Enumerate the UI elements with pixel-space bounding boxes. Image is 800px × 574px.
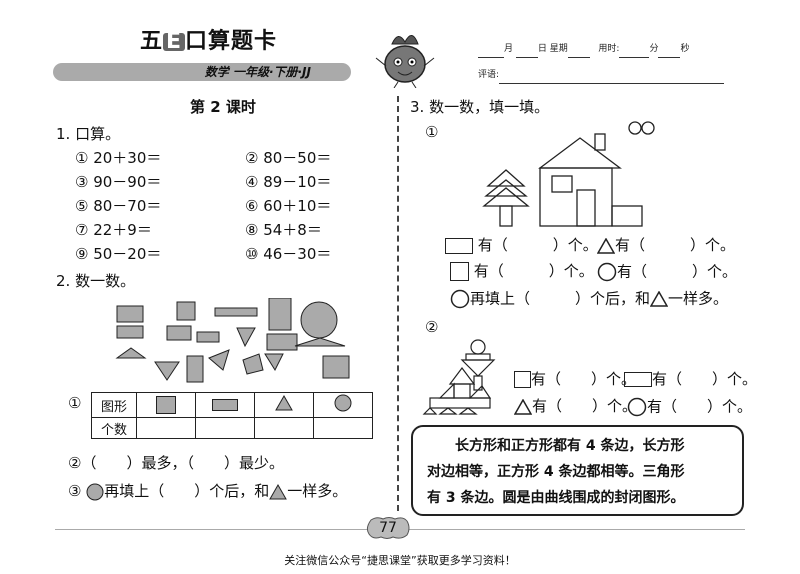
problem-3: ③ 90－90＝ [75, 173, 162, 191]
square-icon [450, 262, 469, 281]
problem-4: ④ 89－10＝ [245, 173, 332, 191]
answer-cell-2[interactable] [195, 417, 255, 439]
house-tree-figure [482, 121, 655, 227]
p2-tri-line: 有（ ）个。 [513, 397, 637, 415]
note-line-2: 对边相等，正方形 4 条边都相等。三角形 [427, 464, 685, 480]
subject-bar: 数学 一年级·下册·JJ [53, 63, 351, 81]
p1-fill: 再填上（ ）个后，和一样多。 [450, 289, 728, 309]
circle-icon [334, 394, 352, 412]
section3-title: 3. 数一数，填一填。 [410, 98, 550, 116]
p2-rect-line: 有（ ）个。 [624, 370, 757, 388]
triangle-icon [513, 397, 533, 415]
square-icon [514, 371, 531, 388]
shapes-cluster [115, 298, 350, 383]
answer-cell-4[interactable] [313, 417, 373, 439]
circle-icon [597, 262, 617, 282]
problem-2: ② 80－50＝ [245, 149, 332, 167]
page-number-badge [366, 517, 410, 539]
circle-icon [450, 289, 470, 309]
tangram-figure [422, 339, 496, 415]
p2-sq-line: 有（ ）个。 [514, 370, 636, 388]
triangle-icon [275, 394, 293, 411]
problem-5: ⑤ 80－70＝ [75, 197, 162, 215]
answer-cell-1[interactable] [136, 417, 196, 439]
problem-8: ⑧ 54＋8＝ [245, 221, 322, 239]
problem-10: ⑩ 46－30＝ [245, 245, 332, 263]
lesson-title: 第 2 课时 [190, 98, 256, 116]
page-number: 77 [379, 520, 397, 536]
rectangle-icon [445, 237, 473, 254]
rectangle-icon [624, 372, 652, 387]
q2-3: ③ 再填上（ ）个后，和一样多。 [68, 482, 348, 500]
column-divider [397, 96, 399, 511]
cell-circle [313, 392, 373, 418]
note-line-1: 长方形和正方形都有 4 条边，长方形 [455, 438, 685, 454]
cell-square [136, 392, 196, 418]
mascot-icon [375, 35, 435, 88]
p1-circ-line: 有（ ）个。 [597, 262, 737, 282]
p1-sq-line: 有（ ）个。 [450, 262, 594, 281]
note-line-3: 有 3 条边。圆是由曲线围成的封闭图形。 [427, 490, 685, 506]
row-header-count: 个数 [91, 417, 137, 439]
count-table: 图形 个数 [91, 392, 373, 439]
date-line: 月 日 星期 用时:分秒 [478, 40, 689, 58]
p1-marker: ① [425, 123, 439, 141]
q2-2: ②（ ）最多，（ ）最少。 [68, 454, 284, 472]
p1-tri-line: 有（ ）个。 [596, 236, 735, 254]
triangle-icon [596, 236, 616, 254]
p1-rect-line: 有（ ）个。 [445, 236, 598, 254]
p2-marker: ② [425, 318, 439, 336]
q2-1-marker: ① [68, 394, 82, 412]
circle-icon [86, 483, 104, 500]
circle-icon [627, 397, 647, 417]
cell-rect [195, 392, 255, 418]
triangle-icon [269, 483, 288, 499]
p2-circ-line: 有（ ）个。 [627, 397, 752, 417]
problem-9: ⑨ 50－20＝ [75, 245, 162, 263]
problem-1: ① 20＋30＝ [75, 149, 162, 167]
cell-triangle [254, 392, 314, 418]
section1-title: 1. 口算。 [56, 125, 121, 143]
row-header-shape: 图形 [91, 392, 137, 418]
footer-text: 关注微信公众号“捷思课堂”获取更多学习资料！ [284, 554, 516, 567]
triangle-icon [649, 290, 669, 307]
problem-7: ⑦ 22＋9＝ [75, 221, 152, 239]
comment-line: 评语: [478, 66, 725, 84]
problem-6: ⑥ 60＋10＝ [245, 197, 332, 215]
section2-title: 2. 数一数。 [56, 272, 136, 290]
note-box: 长方形和正方形都有 4 条边，长方形 对边相等，正方形 4 条边都相等。三角形 … [411, 425, 744, 516]
answer-cell-3[interactable] [254, 417, 314, 439]
